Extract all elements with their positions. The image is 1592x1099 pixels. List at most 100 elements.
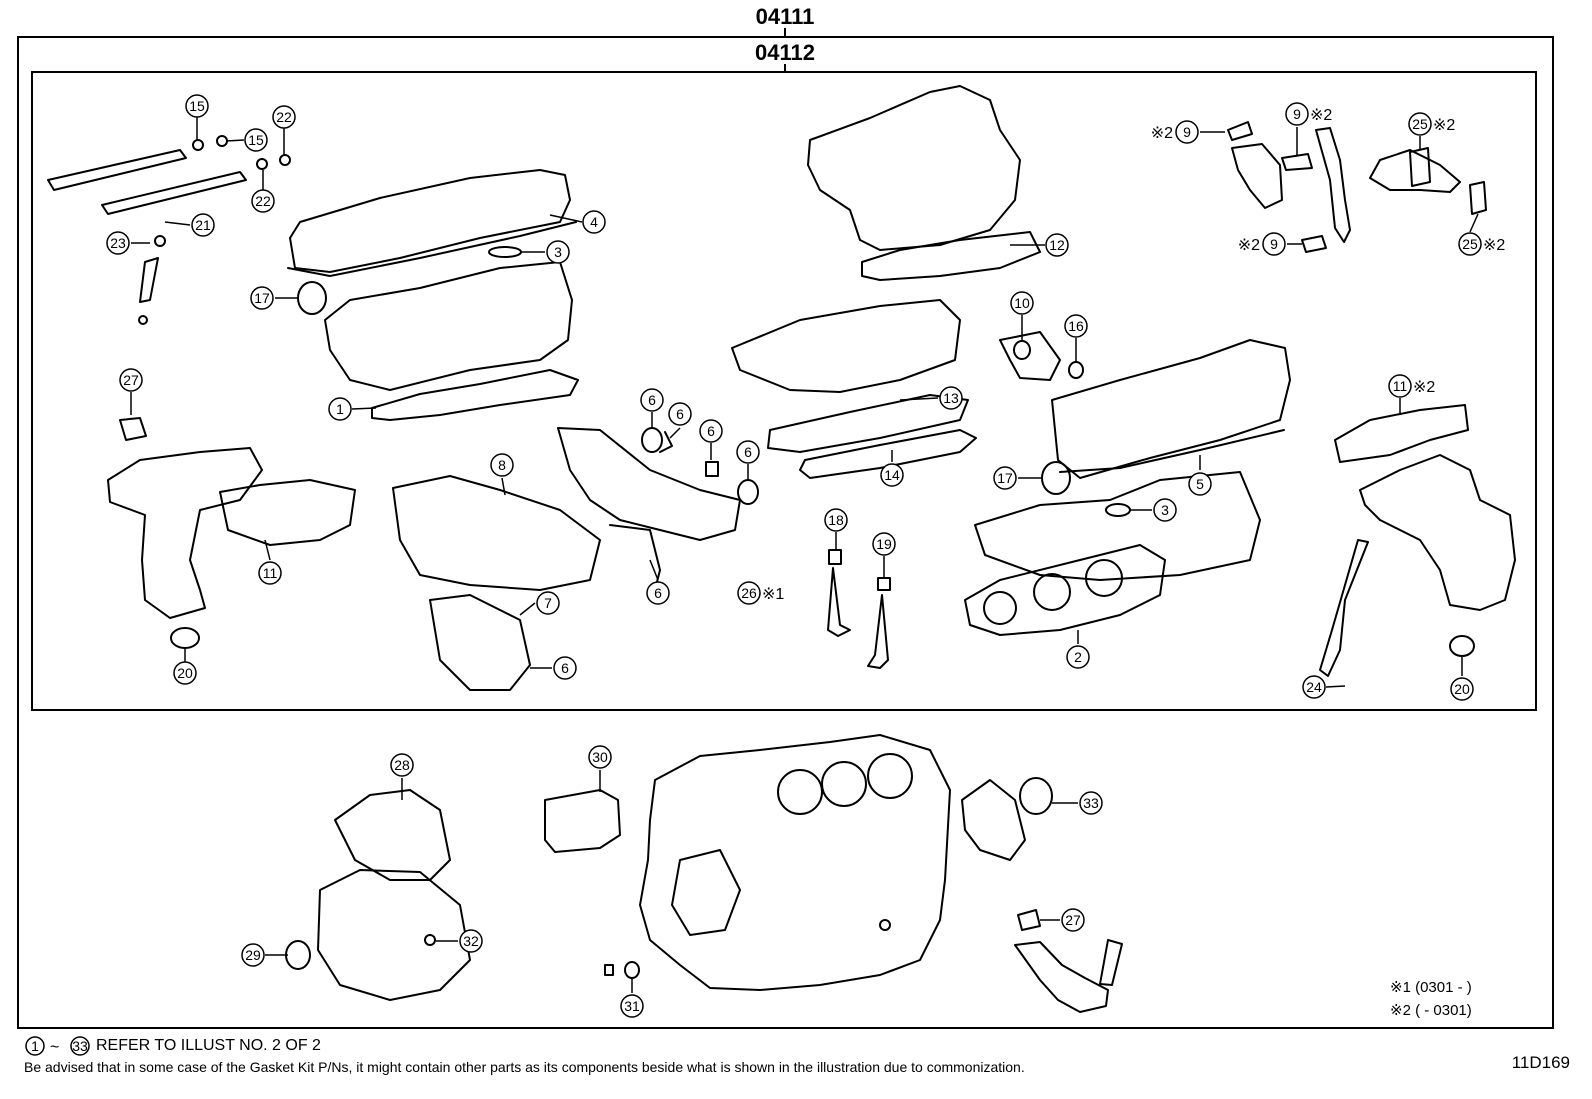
callout-circle bbox=[668, 402, 692, 426]
outer-kit-box bbox=[17, 36, 1554, 1029]
callout-circle bbox=[880, 463, 904, 487]
range-end-circle bbox=[70, 1036, 90, 1056]
callout-circle bbox=[191, 213, 215, 237]
callout-circle bbox=[1066, 645, 1090, 669]
callout-suffix: ※2 bbox=[1433, 117, 1455, 134]
callout-number: 15 bbox=[189, 98, 205, 114]
callout-circle bbox=[553, 656, 577, 680]
callout-circle bbox=[993, 466, 1017, 490]
callout-circle bbox=[582, 210, 606, 234]
callout-number: 6 bbox=[744, 444, 752, 460]
callout-suffix: ※2 bbox=[1310, 107, 1332, 124]
callout-circle bbox=[241, 943, 265, 967]
callout-number: 30 bbox=[592, 749, 608, 765]
callout-number: 20 bbox=[1454, 681, 1470, 697]
callout-number: 6 bbox=[648, 392, 656, 408]
callout-circle bbox=[1285, 102, 1309, 126]
refer-text: REFER TO ILLUST NO. 2 OF 2 bbox=[96, 1037, 321, 1054]
timing-cover-drawing bbox=[392, 427, 741, 691]
callout-number: 4 bbox=[590, 214, 598, 230]
callout-circle bbox=[1408, 112, 1432, 136]
callout-number: 17 bbox=[254, 290, 270, 306]
callout-circle bbox=[1302, 675, 1326, 699]
range-start-circle bbox=[25, 1036, 45, 1056]
callout-number: 31 bbox=[624, 998, 640, 1014]
callout-circle bbox=[1010, 291, 1034, 315]
callout-number: 18 bbox=[828, 512, 844, 528]
callout-number: 28 bbox=[394, 757, 410, 773]
callout-circle bbox=[939, 386, 963, 410]
exhaust-manifold-right-drawing bbox=[1319, 404, 1516, 677]
engine-block-drawing bbox=[639, 734, 951, 991]
callout-number: 1 bbox=[336, 401, 344, 417]
note-1: ※1 (0301 - ) bbox=[1390, 979, 1472, 996]
callout-circle bbox=[1450, 677, 1474, 701]
callout-suffix: ※2 bbox=[1238, 237, 1260, 254]
fuel-rail-drawing bbox=[47, 135, 291, 325]
callout-circle bbox=[1388, 374, 1412, 398]
callout-number: 3 bbox=[1161, 502, 1169, 518]
callout-circle bbox=[459, 929, 483, 953]
callout-circle bbox=[824, 508, 848, 532]
head-cover-left-drawing bbox=[287, 169, 579, 421]
callout-number: 24 bbox=[1306, 679, 1322, 695]
callout-circle bbox=[490, 453, 514, 477]
callout-circle bbox=[106, 231, 130, 255]
callout-circle bbox=[119, 368, 143, 392]
callout-circle bbox=[588, 745, 612, 769]
callout-number: 9 bbox=[1293, 106, 1301, 122]
callout-number: 6 bbox=[707, 423, 715, 439]
callout-number: 27 bbox=[123, 372, 139, 388]
valves-drawing bbox=[827, 549, 891, 669]
callout-circle bbox=[546, 240, 570, 264]
inner-kit-box bbox=[31, 71, 1537, 711]
callout-number: 15 bbox=[248, 132, 264, 148]
callout-number: 32 bbox=[463, 933, 479, 949]
callout-number: 11 bbox=[1393, 378, 1408, 394]
callout-number: 25 bbox=[1412, 116, 1428, 132]
callout-suffix: ※1 bbox=[762, 586, 784, 603]
kit-code-inner: 04112 bbox=[755, 40, 815, 65]
rear-seal-drawing bbox=[961, 777, 1123, 1013]
callout-number: 22 bbox=[276, 109, 292, 125]
callout-circle bbox=[640, 388, 664, 412]
callout-circle bbox=[699, 419, 723, 443]
callout-number: 8 bbox=[498, 457, 506, 473]
exhaust-manifold-left-drawing bbox=[107, 417, 356, 649]
oil-seals-drawing bbox=[641, 427, 759, 505]
callout-circle bbox=[251, 189, 275, 213]
callout-number: 20 bbox=[177, 665, 193, 681]
range-tilde: ~ bbox=[50, 1039, 59, 1056]
callout-number: 11 bbox=[263, 565, 278, 581]
intake-plenum-drawing bbox=[731, 299, 1084, 479]
callout-circle bbox=[244, 128, 268, 152]
callout-circle bbox=[173, 661, 197, 685]
front-cover-drawing bbox=[285, 789, 640, 1001]
callout-number: 26 bbox=[741, 585, 757, 601]
callout-circle bbox=[536, 591, 560, 615]
callout-circle bbox=[258, 561, 282, 585]
egr-parts-drawing bbox=[1227, 121, 1487, 253]
illustration-code: 11D169 bbox=[1511, 1053, 1570, 1072]
kit-code-outer: 04111 bbox=[755, 4, 815, 29]
callout-circle bbox=[1079, 791, 1103, 815]
callout-circle bbox=[1188, 472, 1212, 496]
callout-number: 21 bbox=[195, 217, 211, 233]
callout-circle bbox=[737, 581, 761, 605]
callout-suffix: ※2 bbox=[1413, 379, 1435, 396]
range-start-number: 1 bbox=[31, 1038, 39, 1054]
callout-number: 2 bbox=[1074, 649, 1082, 665]
range-end-number: 33 bbox=[72, 1038, 88, 1054]
callout-number: 27 bbox=[1065, 912, 1081, 928]
callout-number: 17 bbox=[997, 470, 1013, 486]
callout-circle bbox=[185, 94, 209, 118]
callout-circle bbox=[872, 532, 896, 556]
advice-text: Be advised that in some case of the Gask… bbox=[24, 1059, 1025, 1075]
callout-circle bbox=[1061, 908, 1085, 932]
callout-number: 10 bbox=[1014, 295, 1030, 311]
callout-circle bbox=[1045, 233, 1069, 257]
callout-number: 14 bbox=[884, 467, 900, 483]
callout-circle bbox=[620, 994, 644, 1018]
callout-circle bbox=[250, 286, 274, 310]
